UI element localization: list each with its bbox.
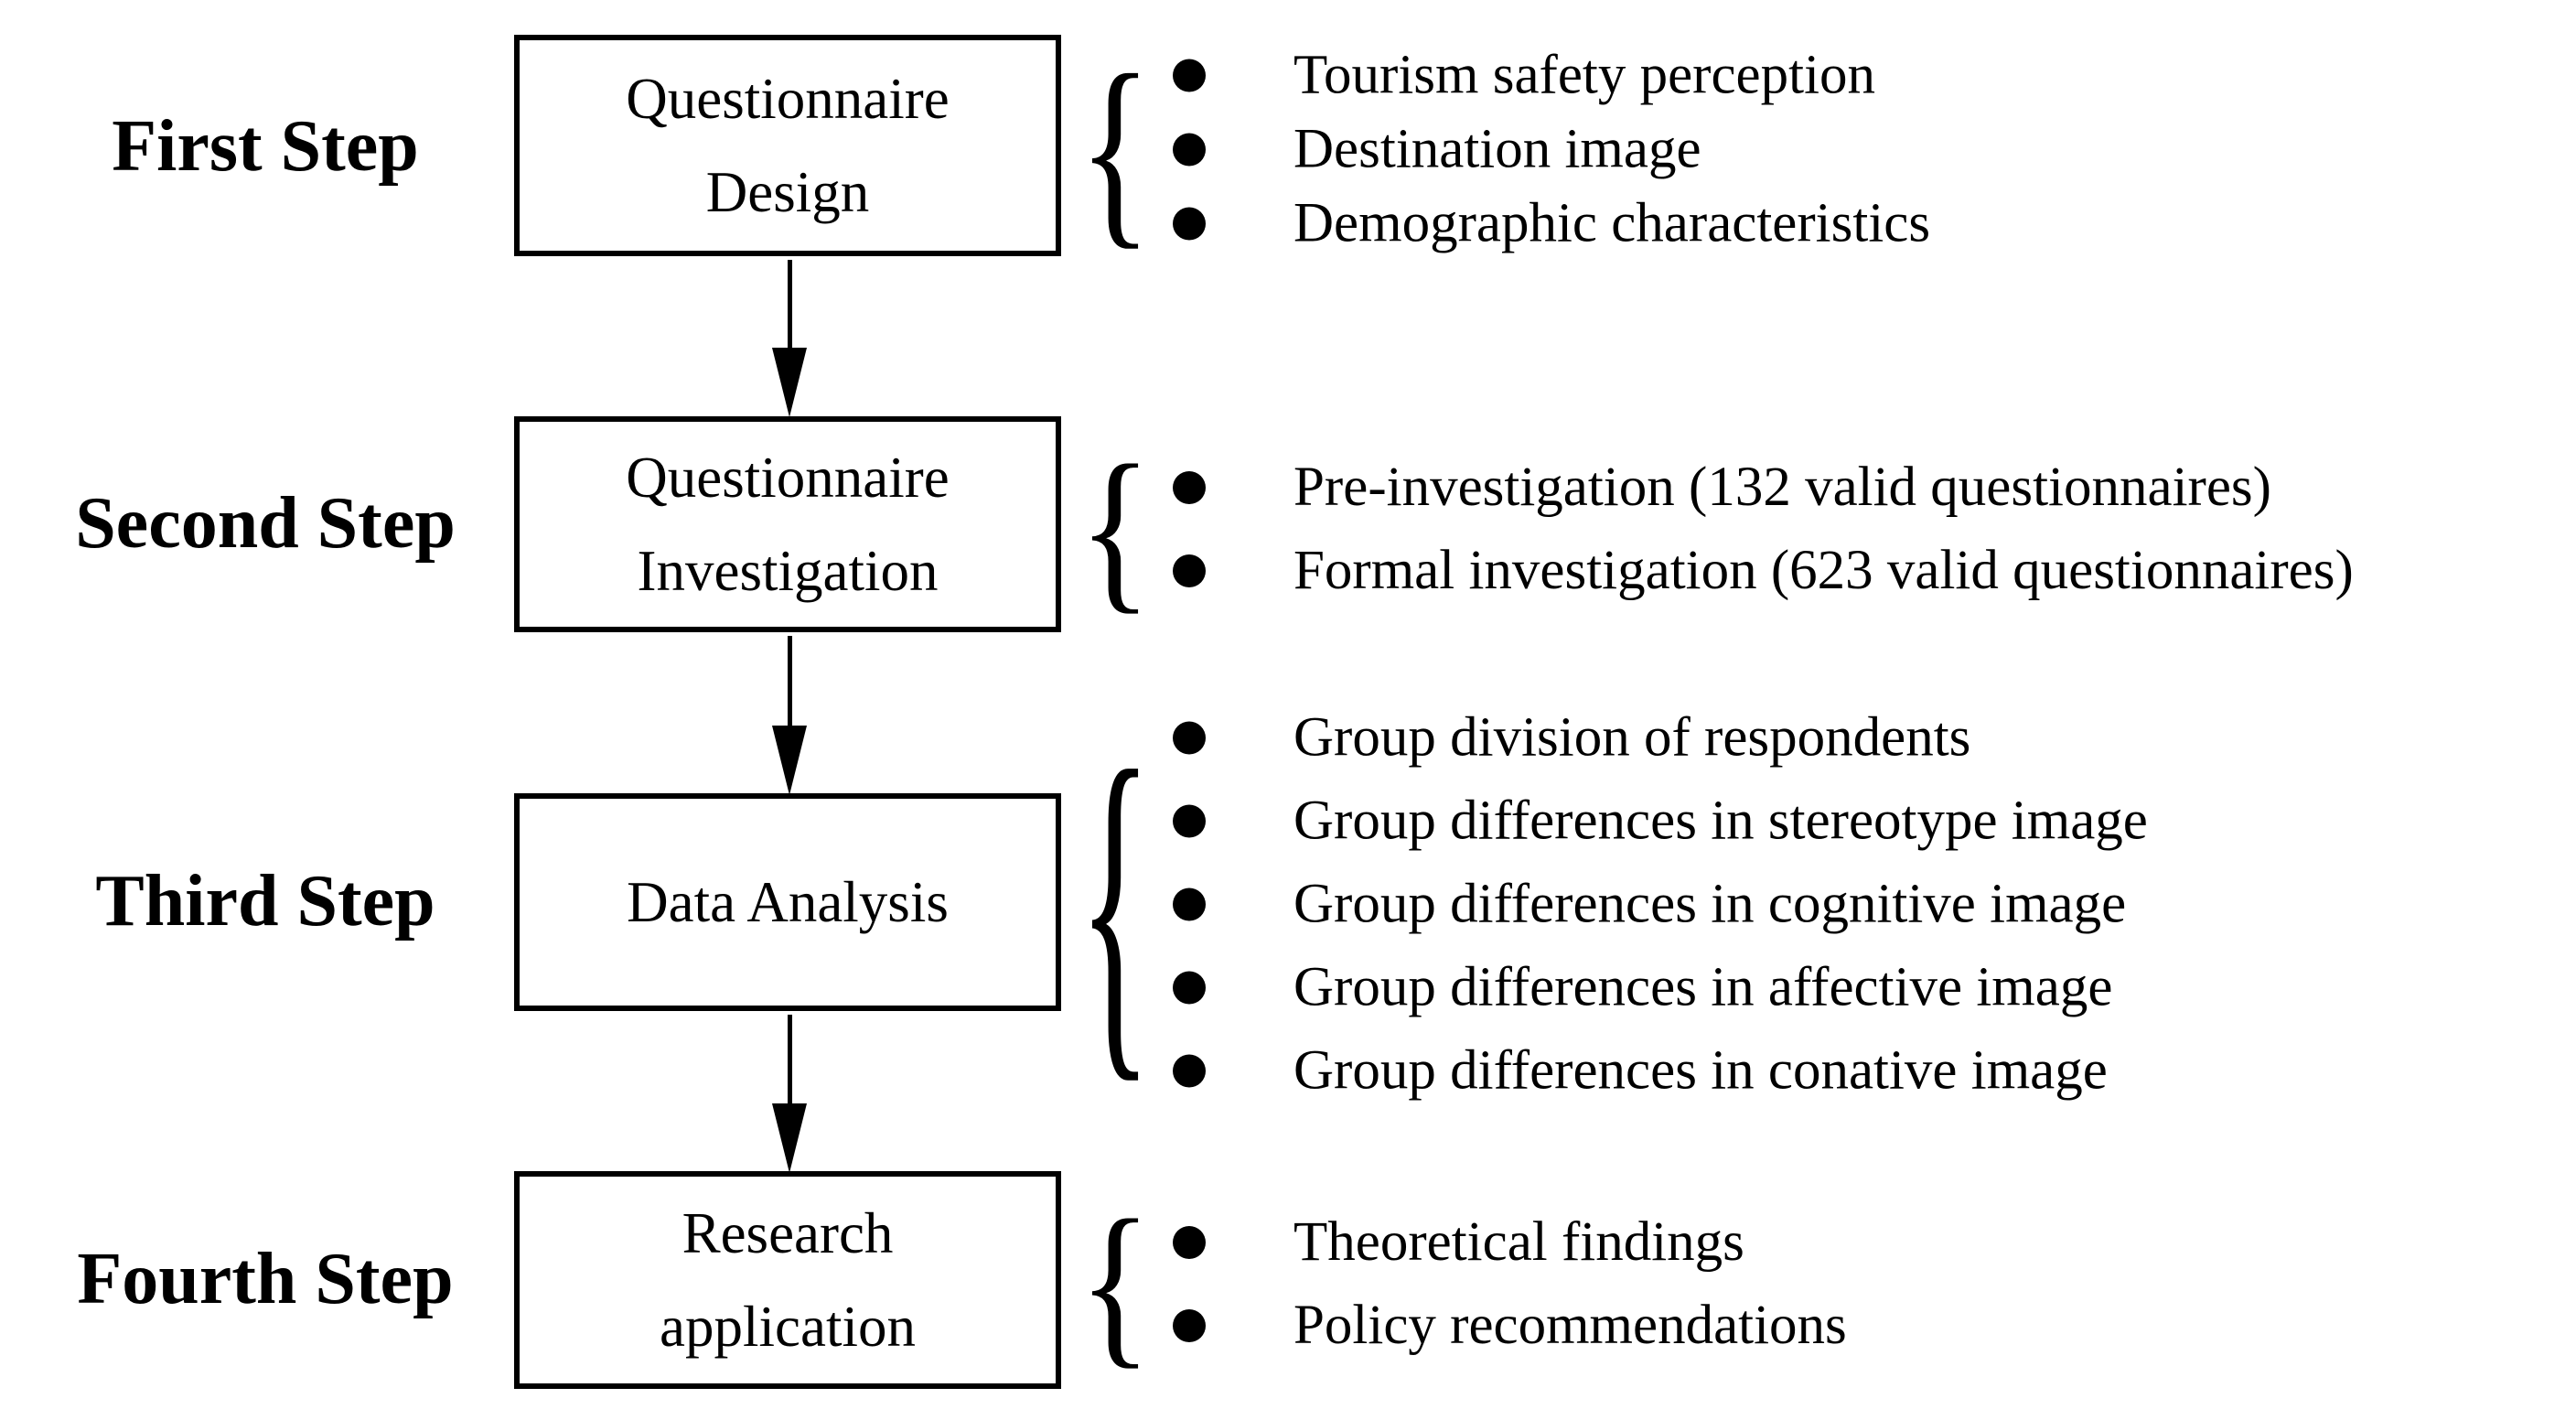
step2-bullet-list: Pre-investigation (132 valid questionnai… xyxy=(1173,446,2354,612)
list-item: Group differences in stereotype image xyxy=(1173,780,2148,863)
bullet-icon xyxy=(1173,1054,1206,1087)
bullet-text: Destination image xyxy=(1293,118,1701,179)
step2-details: { Pre-investigation (132 valid questionn… xyxy=(1078,438,2354,619)
bullet-icon xyxy=(1173,470,1206,504)
left-brace-icon: { xyxy=(1078,428,1153,629)
bullet-text: Formal investigation (623 valid question… xyxy=(1293,539,2354,601)
list-item: Group differences in conative image xyxy=(1173,1029,2148,1113)
arrow-shaft xyxy=(787,636,792,726)
step-label-third: Third Step xyxy=(95,861,435,941)
box-research-application: Research application xyxy=(514,1171,1061,1389)
bullet-icon xyxy=(1173,804,1206,837)
bullet-icon xyxy=(1173,971,1206,1004)
down-arrow-icon xyxy=(771,260,808,417)
list-item: Policy recommendations xyxy=(1173,1284,1847,1367)
bullet-text: Group differences in affective image xyxy=(1293,956,2113,1017)
step1-bullet-list: Tourism safety perception Destination im… xyxy=(1173,38,1930,261)
bullet-icon xyxy=(1173,207,1206,240)
box-title: Questionnaire Investigation xyxy=(626,445,950,603)
step-label-fourth: Fourth Step xyxy=(77,1239,454,1319)
arrow-head xyxy=(772,1103,807,1173)
box-title: Questionnaire Design xyxy=(626,66,950,224)
bullet-text: Group division of respondents xyxy=(1293,706,1971,768)
list-item: Formal investigation (623 valid question… xyxy=(1173,529,2354,612)
bullet-text: Group differences in stereotype image xyxy=(1293,790,2148,851)
list-item: Destination image xyxy=(1173,113,1930,187)
list-item: Demographic characteristics xyxy=(1173,187,1930,261)
bullet-icon xyxy=(1173,59,1206,91)
arrow-shaft xyxy=(787,260,792,348)
arrow-head xyxy=(772,726,807,795)
bullet-text: Policy recommendations xyxy=(1293,1294,1847,1356)
step4-bullet-list: Theoretical findings Policy recommendati… xyxy=(1173,1200,1847,1367)
list-item: Pre-investigation (132 valid questionnai… xyxy=(1173,446,2354,529)
step4-details: { Theoretical findings Policy recommenda… xyxy=(1078,1193,1847,1374)
box-questionnaire-investigation: Questionnaire Investigation xyxy=(514,416,1061,632)
bullet-icon xyxy=(1173,1225,1206,1259)
list-item: Group differences in affective image xyxy=(1173,946,2148,1029)
box-questionnaire-design: Questionnaire Design xyxy=(514,35,1061,256)
down-arrow-icon xyxy=(771,636,808,795)
step-label-second: Second Step xyxy=(75,483,456,564)
bullet-icon xyxy=(1173,554,1206,587)
step3-details: { Group division of respondents Group di… xyxy=(1078,696,2148,1113)
bullet-text: Group differences in cognitive image xyxy=(1293,873,2127,934)
list-item: Theoretical findings xyxy=(1173,1200,1847,1284)
left-brace-icon: { xyxy=(1078,695,1153,1113)
bullet-icon xyxy=(1173,1308,1206,1342)
step-label-first: First Step xyxy=(112,106,419,187)
bullet-text: Tourism safety perception xyxy=(1293,44,1876,105)
left-brace-icon: { xyxy=(1078,31,1153,267)
list-item: Group differences in cognitive image xyxy=(1173,863,2148,946)
bullet-text: Group differences in conative image xyxy=(1293,1039,2108,1101)
bullet-text: Theoretical findings xyxy=(1293,1210,1744,1273)
bullet-icon xyxy=(1173,133,1206,166)
bullet-icon xyxy=(1173,888,1206,920)
box-title: Research application xyxy=(660,1200,916,1359)
bullet-text: Pre-investigation (132 valid questionnai… xyxy=(1293,456,2271,518)
left-brace-icon: { xyxy=(1078,1183,1153,1384)
down-arrow-icon xyxy=(771,1015,808,1173)
bullet-text: Demographic characteristics xyxy=(1293,192,1931,253)
step1-details: { Tourism safety perception Destination … xyxy=(1078,38,1930,261)
box-title: Data Analysis xyxy=(627,869,949,934)
list-item: Group division of respondents xyxy=(1173,696,2148,780)
step3-bullet-list: Group division of respondents Group diff… xyxy=(1173,696,2148,1113)
arrow-head xyxy=(772,348,807,417)
box-data-analysis: Data Analysis xyxy=(514,793,1061,1011)
list-item: Tourism safety perception xyxy=(1173,38,1930,113)
arrow-shaft xyxy=(787,1015,792,1103)
bullet-icon xyxy=(1173,721,1206,754)
